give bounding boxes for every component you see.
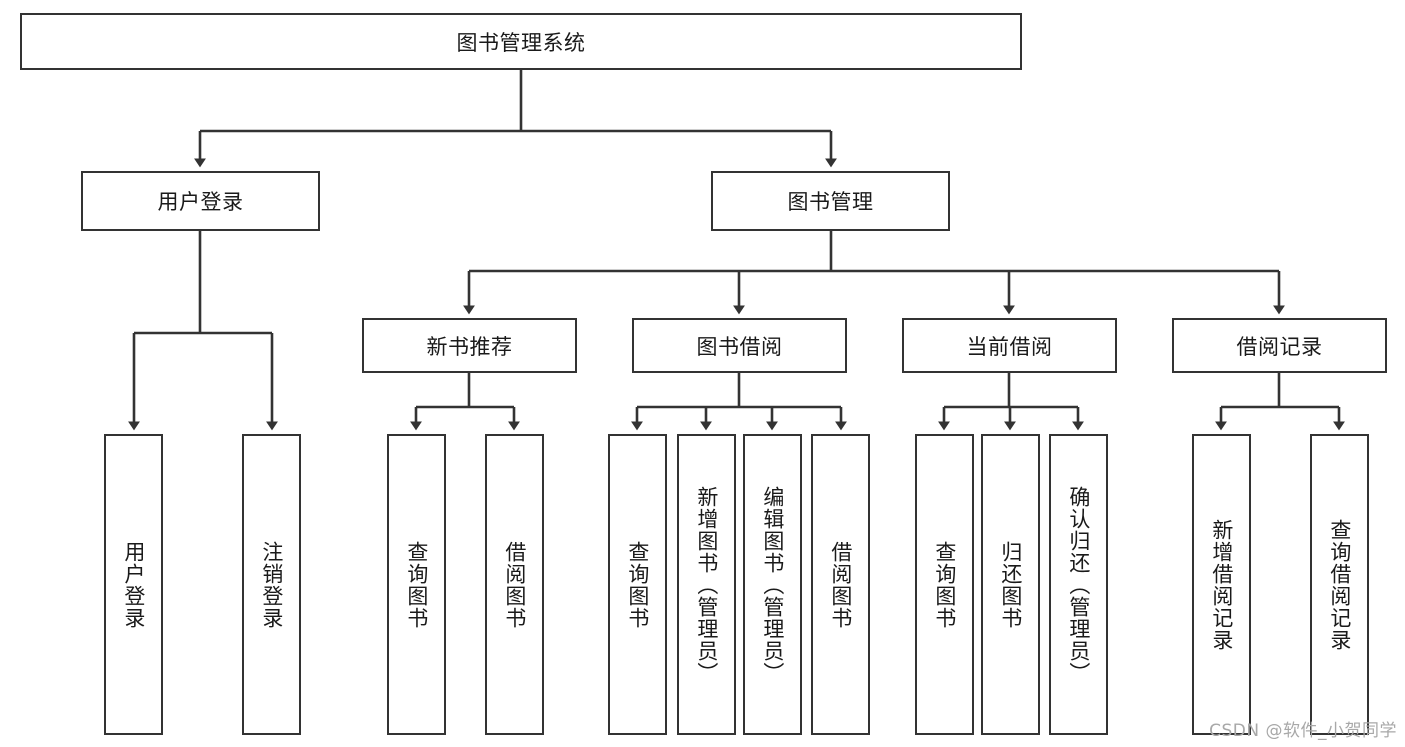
node-leaf-add-record[interactable]: 新增借阅记录	[1192, 434, 1251, 735]
node-book-borrow[interactable]: 图书借阅	[632, 318, 847, 373]
node-label: 查询借阅记录	[1327, 518, 1352, 651]
node-leaf-query-book-2[interactable]: 查询图书	[608, 434, 667, 735]
node-label: 图书管理系统	[456, 30, 586, 55]
node-label: 借阅图书	[502, 540, 527, 629]
node-label: 查询图书	[404, 540, 429, 629]
node-label: 查询图书	[932, 540, 957, 629]
node-leaf-user-login[interactable]: 用户登录	[104, 434, 163, 735]
node-current-borrow[interactable]: 当前借阅	[902, 318, 1117, 373]
node-leaf-query-book-3[interactable]: 查询图书	[915, 434, 974, 735]
node-book-manage[interactable]: 图书管理	[711, 171, 950, 231]
node-label: 查询图书	[625, 540, 650, 629]
watermark-label: CSDN @软件_小贺同学	[1209, 721, 1397, 741]
node-label: 确认归还（管理员）	[1066, 485, 1091, 684]
node-label: 用户登录	[157, 190, 244, 214]
node-label: 新增图书（管理员）	[694, 485, 719, 684]
node-leaf-query-record[interactable]: 查询借阅记录	[1310, 434, 1369, 735]
node-label: 注销登录	[259, 540, 284, 629]
node-label: 当前借阅	[966, 334, 1053, 359]
node-label: 编辑图书（管理员）	[760, 485, 785, 684]
node-leaf-borrow-book-2[interactable]: 借阅图书	[811, 434, 870, 735]
node-label: 图书管理	[787, 190, 874, 214]
node-label: 借阅图书	[828, 540, 853, 629]
node-leaf-add-book[interactable]: 新增图书（管理员）	[677, 434, 736, 735]
node-leaf-confirm-return[interactable]: 确认归还（管理员）	[1049, 434, 1108, 735]
node-label: 用户登录	[121, 540, 146, 629]
node-leaf-borrow-book-1[interactable]: 借阅图书	[485, 434, 544, 735]
node-root-system[interactable]: 图书管理系统	[20, 13, 1022, 70]
node-new-book-recommend[interactable]: 新书推荐	[362, 318, 577, 373]
node-leaf-return-book[interactable]: 归还图书	[981, 434, 1040, 735]
node-leaf-query-book-1[interactable]: 查询图书	[387, 434, 446, 735]
node-label: 归还图书	[998, 540, 1023, 629]
node-label: 新增借阅记录	[1209, 518, 1234, 651]
node-label: 借阅记录	[1236, 334, 1323, 359]
node-leaf-logout[interactable]: 注销登录	[242, 434, 301, 735]
node-borrow-record[interactable]: 借阅记录	[1172, 318, 1387, 373]
node-label: 新书推荐	[426, 334, 513, 359]
node-user-login[interactable]: 用户登录	[81, 171, 320, 231]
node-label: 图书借阅	[696, 334, 783, 359]
node-leaf-edit-book[interactable]: 编辑图书（管理员）	[743, 434, 802, 735]
